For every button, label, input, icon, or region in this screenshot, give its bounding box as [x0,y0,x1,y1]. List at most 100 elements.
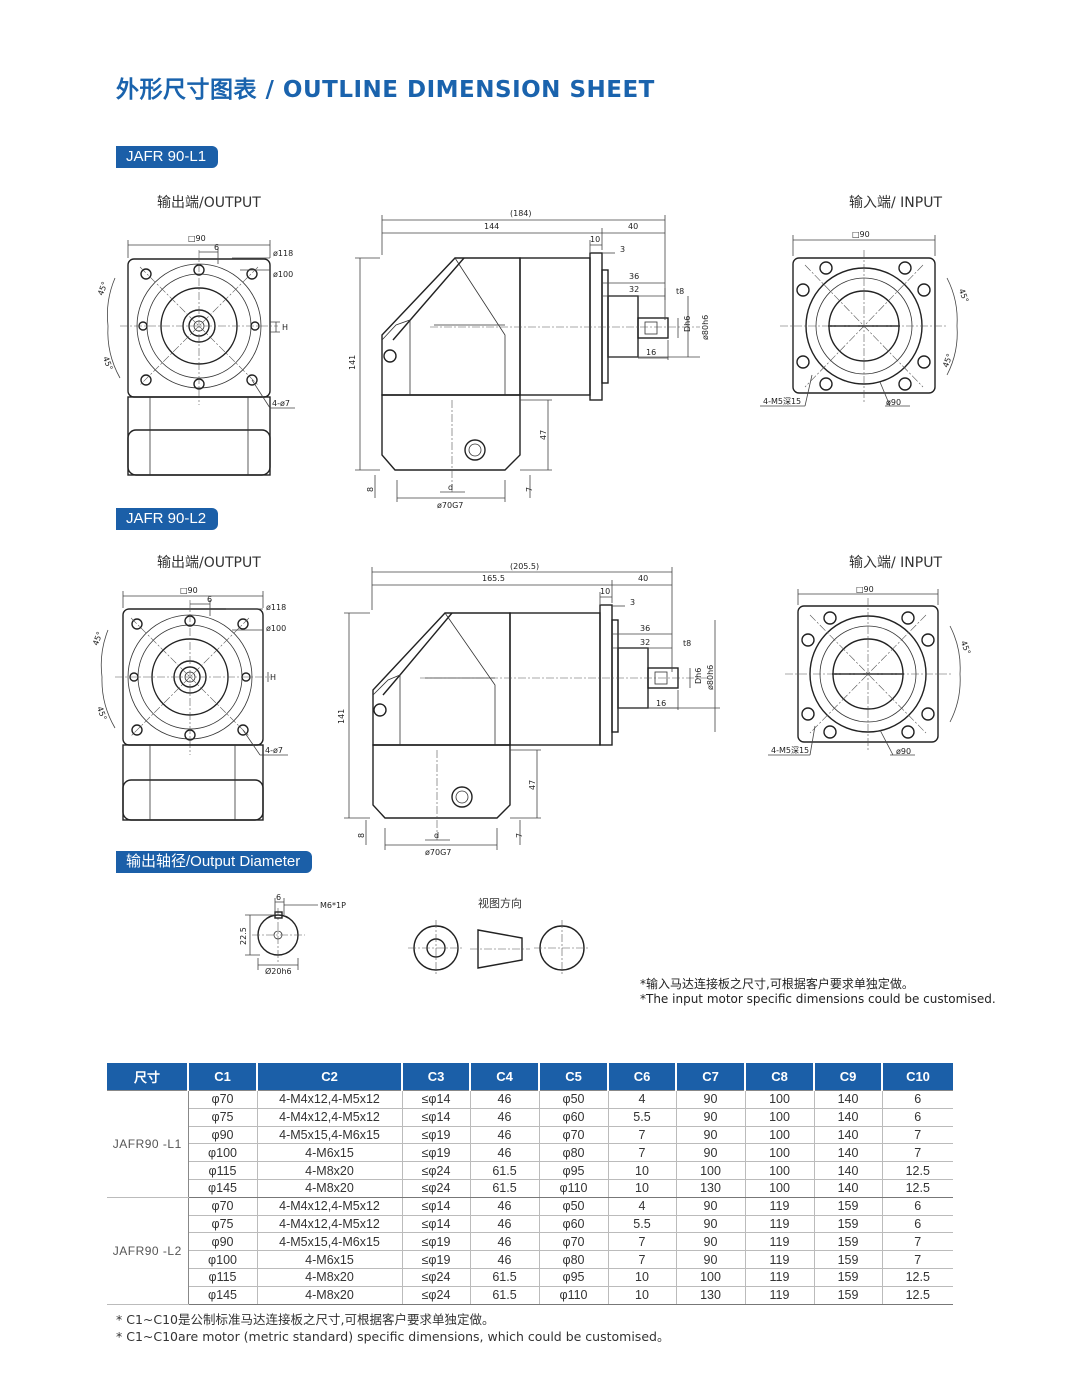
table-cell-c9: 159 [813,1250,882,1269]
svg-text:141: 141 [337,709,346,724]
table-cell-c4: 46 [469,1197,539,1216]
svg-text:45°: 45° [91,630,104,646]
table-cell-c5: φ95 [538,1161,608,1180]
svg-text:45°: 45° [96,280,109,296]
table-cell-c2: 4-M4x12,4-M5x12 [256,1215,402,1234]
svg-text:H: H [282,323,288,332]
svg-text:144: 144 [484,222,499,231]
view-direction-label: 视图方向 [478,897,522,910]
table-cell-c7: 90 [675,1250,745,1269]
svg-text:d: d [448,483,453,492]
table-cell-c1: φ75 [187,1215,257,1234]
svg-text:H: H [270,673,276,682]
table-cell-c2: 4-M8x20 [256,1161,402,1180]
table-cell-c6: 5.5 [607,1108,676,1127]
table-header-row: 尺寸 C1 C2 C3 C4 C5 C6 C7 C8 C9 C10 [107,1063,953,1091]
svg-text:M6*1P: M6*1P [320,901,346,910]
svg-text:ø70G7: ø70G7 [437,501,463,510]
table-cell-c2: 4-M4x12,4-M5x12 [256,1108,402,1127]
table-cell-c4: 46 [469,1215,539,1234]
table-cell-c10: 12.5 [881,1179,953,1198]
model-badge-l2: JAFR 90-L2 [116,508,219,530]
header-c1: C1 [187,1063,257,1091]
model-cell: JAFR90 -L1 [107,1090,189,1198]
svg-text:4-M5深15: 4-M5深15 [763,397,801,406]
header-size: 尺寸 [107,1063,188,1091]
table-cell-c7: 90 [675,1197,745,1216]
table-cell-c5: φ80 [538,1143,608,1163]
table-cell-c2: 4-M4x12,4-M5x12 [256,1090,402,1109]
table-cell-c9: 140 [813,1143,882,1163]
table-cell-c6: 4 [607,1197,676,1216]
table-cell-c4: 46 [469,1108,539,1127]
svg-text:40: 40 [628,222,638,231]
svg-text:ø80h6: ø80h6 [701,315,710,340]
table-cell-c2: 4-M5x15,4-M6x15 [256,1232,402,1252]
table-cell-c7: 90 [675,1090,745,1109]
svg-text:Dh6: Dh6 [683,316,692,332]
l2-input-view: □90 4-M5深15 ø90 45° [768,585,972,756]
header-c6: C6 [607,1063,676,1091]
table-cell-c9: 140 [813,1108,882,1127]
table-cell-c7: 130 [675,1179,745,1198]
svg-text:6: 6 [214,243,219,252]
table-cell-c8: 119 [744,1215,814,1234]
table-cell-c7: 90 [675,1108,745,1127]
svg-text:7: 7 [515,833,524,838]
svg-text:45°: 45° [941,352,954,368]
table-cell-c6: 7 [607,1126,676,1145]
header-c4: C4 [469,1063,539,1091]
svg-text:d: d [434,831,439,840]
footnote-en: * C1~C10are motor (metric standard) spec… [116,1329,670,1344]
header-c2: C2 [256,1063,402,1091]
svg-text:45°: 45° [957,287,970,303]
svg-text:7: 7 [525,487,534,492]
svg-text:45°: 45° [959,639,972,655]
svg-text:Ø20h6: Ø20h6 [265,966,292,976]
table-cell-c4: 46 [469,1090,539,1109]
table-cell-c3: ≤φ14 [401,1215,470,1234]
table-cell-c4: 46 [469,1232,539,1252]
svg-text:47: 47 [539,430,548,440]
table-cell-c10: 6 [881,1090,953,1109]
table-cell-c5: φ110 [538,1286,608,1305]
table-cell-c5: φ50 [538,1197,608,1216]
model-cell: JAFR90 -L2 [107,1197,189,1305]
table-cell-c10: 12.5 [881,1286,953,1305]
table-cell-c7: 90 [675,1232,745,1252]
svg-text:ø118: ø118 [273,249,293,258]
input-label-l2: 输入端/ INPUT [849,555,943,571]
svg-text:8: 8 [366,487,375,492]
svg-text:ø70G7: ø70G7 [425,848,451,857]
technical-drawings: □90 6 ø118 ø100 H 4-ø7 45° 45° [91,209,972,976]
table-cell-c10: 7 [881,1250,953,1269]
svg-text:ø90: ø90 [886,398,901,407]
svg-text:22.5: 22.5 [239,927,248,945]
table-cell-c1: φ115 [187,1161,257,1180]
l1-output-view: □90 6 ø118 ø100 H 4-ø7 45° 45° [96,234,295,476]
table-cell-c2: 4-M6x15 [256,1143,402,1163]
table-cell-c4: 61.5 [469,1268,539,1287]
table-cell-c1: φ90 [187,1126,257,1145]
table-cell-c9: 140 [813,1126,882,1145]
table-cell-c7: 100 [675,1161,745,1180]
table-cell-c6: 7 [607,1250,676,1269]
header-c10: C10 [881,1063,953,1091]
table-cell-c8: 119 [744,1286,814,1305]
header-c7: C7 [675,1063,745,1091]
table-cell-c8: 100 [744,1143,814,1163]
svg-text:4-ø7: 4-ø7 [272,399,290,408]
table-cell-c5: φ95 [538,1268,608,1287]
table-cell-c6: 4 [607,1090,676,1109]
table-cell-c1: φ145 [187,1179,257,1198]
table-cell-c3: ≤φ24 [401,1268,470,1287]
table-cell-c1: φ70 [187,1197,257,1216]
svg-text:3: 3 [630,598,635,607]
svg-text:165.5: 165.5 [482,574,505,583]
l1-input-view: □90 4-M5深15 ø90 45° 45° [760,230,970,407]
table-cell-c4: 46 [469,1126,539,1145]
svg-text:ø100: ø100 [273,270,293,279]
